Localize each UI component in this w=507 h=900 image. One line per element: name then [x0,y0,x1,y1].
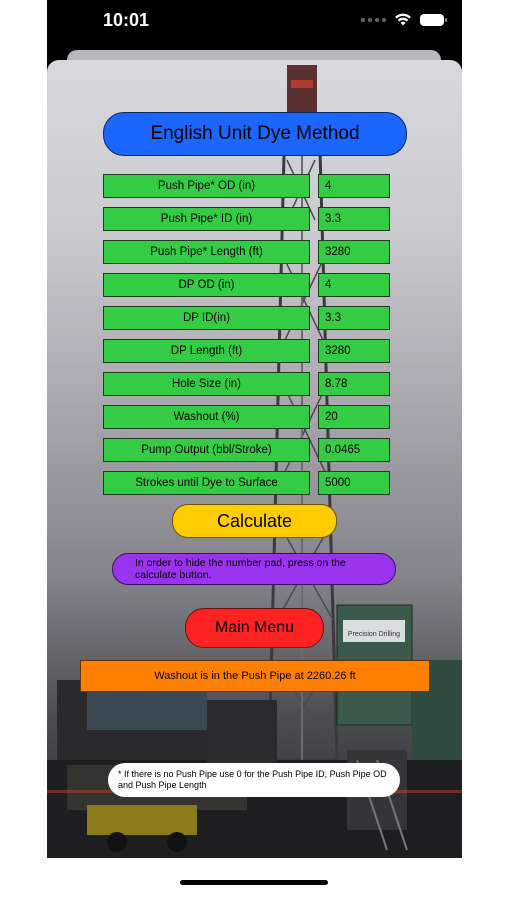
wifi-icon [395,13,411,26]
field-label: Strokes until Dye to Surface [103,471,310,495]
field-label: Push Pipe* OD (in) [103,174,310,198]
home-indicator[interactable] [180,880,328,885]
washout-input[interactable]: 20 [318,405,390,429]
calculate-button[interactable]: Calculate [172,504,337,538]
field-label: DP OD (in) [103,273,310,297]
main-menu-button[interactable]: Main Menu [185,608,324,648]
field-label: Washout (%) [103,405,310,429]
result-label: Washout is in the Push Pipe at 2260.26 f… [80,660,430,692]
screen-title: English Unit Dye Method [103,112,407,156]
status-icons [361,13,447,26]
field-label: Pump Output (bbl/Stroke) [103,438,310,462]
dp-length-input[interactable]: 3280 [318,339,390,363]
dye-method-sheet: Precision Drilling English Unit Dye Meth… [47,60,462,858]
cellular-signal-icon [361,17,386,22]
field-label: Push Pipe* Length (ft) [103,240,310,264]
push-pipe-footnote: * If there is no Push Pipe use 0 for the… [108,763,400,797]
push-pipe-id-input[interactable]: 3.3 [318,207,390,231]
hole-size-input[interactable]: 8.78 [318,372,390,396]
field-label: DP ID(in) [103,306,310,330]
dp-id-input[interactable]: 3.3 [318,306,390,330]
company-sign: Precision Drilling [348,631,400,638]
field-label: Hole Size (in) [103,372,310,396]
dp-od-input[interactable]: 4 [318,273,390,297]
status-bar: 10:01 [47,0,462,44]
strokes-input[interactable]: 5000 [318,471,390,495]
status-time: 10:01 [103,10,150,30]
number-pad-hint: In order to hide the number pad, press o… [112,553,396,585]
field-label: Push Pipe* ID (in) [103,207,310,231]
pump-output-input[interactable]: 0.0465 [318,438,390,462]
battery-icon [420,13,447,26]
field-label: DP Length (ft) [103,339,310,363]
phone-screen: 10:01 Precision Drilling [47,0,462,858]
push-pipe-od-input[interactable]: 4 [318,174,390,198]
push-pipe-length-input[interactable]: 3280 [318,240,390,264]
